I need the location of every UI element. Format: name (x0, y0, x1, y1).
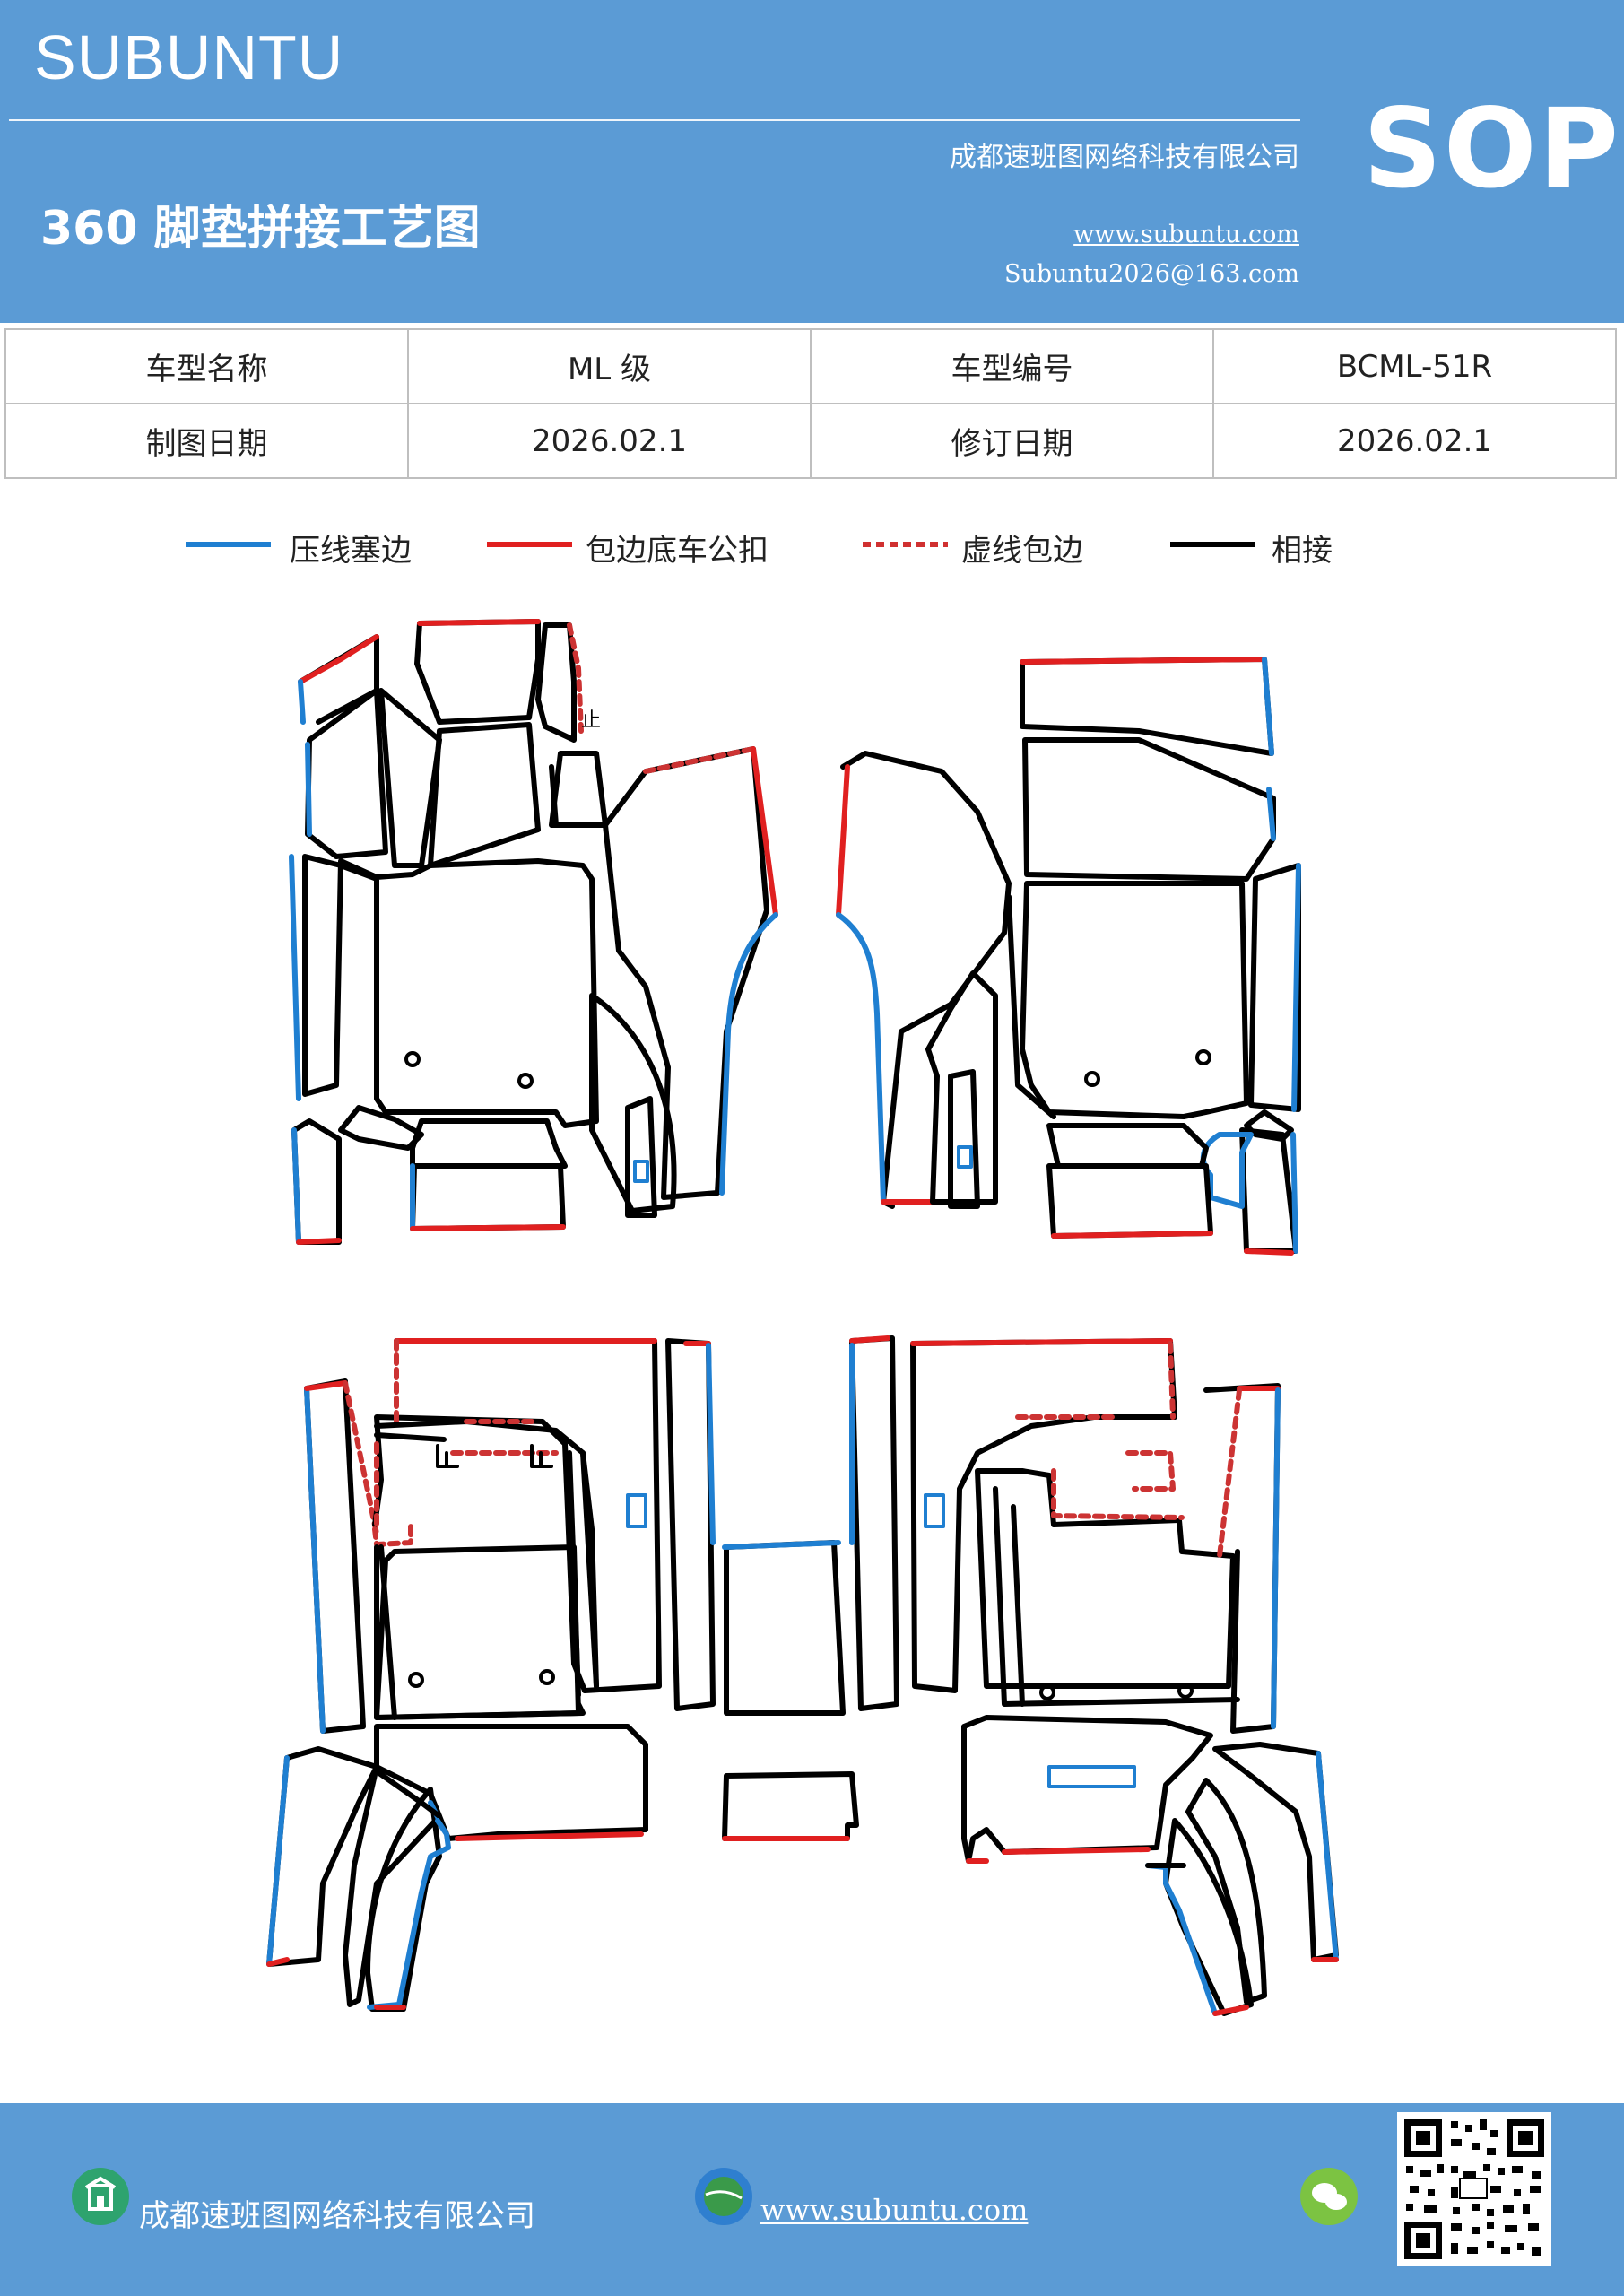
footer-banner: 成都速班图网络科技有限公司 www.subuntu.com (0, 2103, 1624, 2296)
front-right-mat (836, 657, 1301, 1256)
table-row: 制图日期 2026.02.1 修订日期 2026.02.1 (4, 403, 1617, 479)
email-text: Subuntu2026@163.com (1004, 260, 1299, 288)
legend-swatch-dashed (863, 542, 948, 547)
table-row: 车型名称 ML 级 车型编号 BCML-51R (4, 328, 1617, 404)
front-left-mat (289, 619, 778, 1245)
legend-swatch-black (1170, 542, 1255, 547)
footer-website-link[interactable]: www.subuntu.com (760, 2193, 1029, 2227)
legend-label: 压线塞边 (290, 533, 412, 569)
legend: 压线塞边 包边底车公扣 虚线包边 相接 (0, 518, 1624, 581)
footer-company-name: 成都速班图网络科技有限公司 (139, 2198, 535, 2234)
table-cell: 车型名称 (4, 328, 409, 404)
wechat-icon (1300, 2168, 1358, 2225)
table-cell: ML 级 (407, 328, 812, 404)
globe-icon (695, 2168, 752, 2225)
header-banner: SUBUNTU 360 脚垫拼接工艺图 成都速班图网络科技有限公司 www.su… (0, 0, 1624, 323)
company-name: 成都速班图网络科技有限公司 (950, 142, 1299, 173)
rear-center-mat (722, 1335, 899, 1841)
table-cell: 车型编号 (810, 328, 1214, 404)
sop-badge: SOP (1363, 85, 1620, 213)
legend-label: 虚线包边 (961, 533, 1083, 569)
brand-logo: SUBUNTU (34, 22, 344, 92)
table-cell: 制图日期 (4, 403, 409, 479)
table-cell: BCML-51R (1212, 328, 1617, 404)
table-cell: 2026.02.1 (1212, 403, 1617, 479)
qr-code-icon (1397, 2112, 1551, 2266)
website-link[interactable]: www.subuntu.com (1073, 221, 1299, 248)
table-cell: 修订日期 (810, 403, 1214, 479)
page-title: 360 脚垫拼接工艺图 (40, 202, 481, 256)
legend-label: 包边底车公扣 (586, 533, 769, 569)
vehicle-info-table: 车型名称 ML 级 车型编号 BCML-51R 制图日期 2026.02.1 修… (4, 328, 1617, 479)
header-divider (9, 119, 1300, 121)
buckle-label: 止 (581, 709, 601, 732)
legend-label: 相接 (1272, 533, 1333, 569)
rear-right-mat (910, 1338, 1339, 2016)
table-cell: 2026.02.1 (407, 403, 812, 479)
rear-left-mat (266, 1338, 716, 2012)
building-icon (72, 2168, 129, 2225)
floor-mat-diagram: 止 (266, 619, 1339, 2016)
legend-swatch-blue (186, 542, 271, 547)
legend-swatch-red (487, 542, 572, 547)
